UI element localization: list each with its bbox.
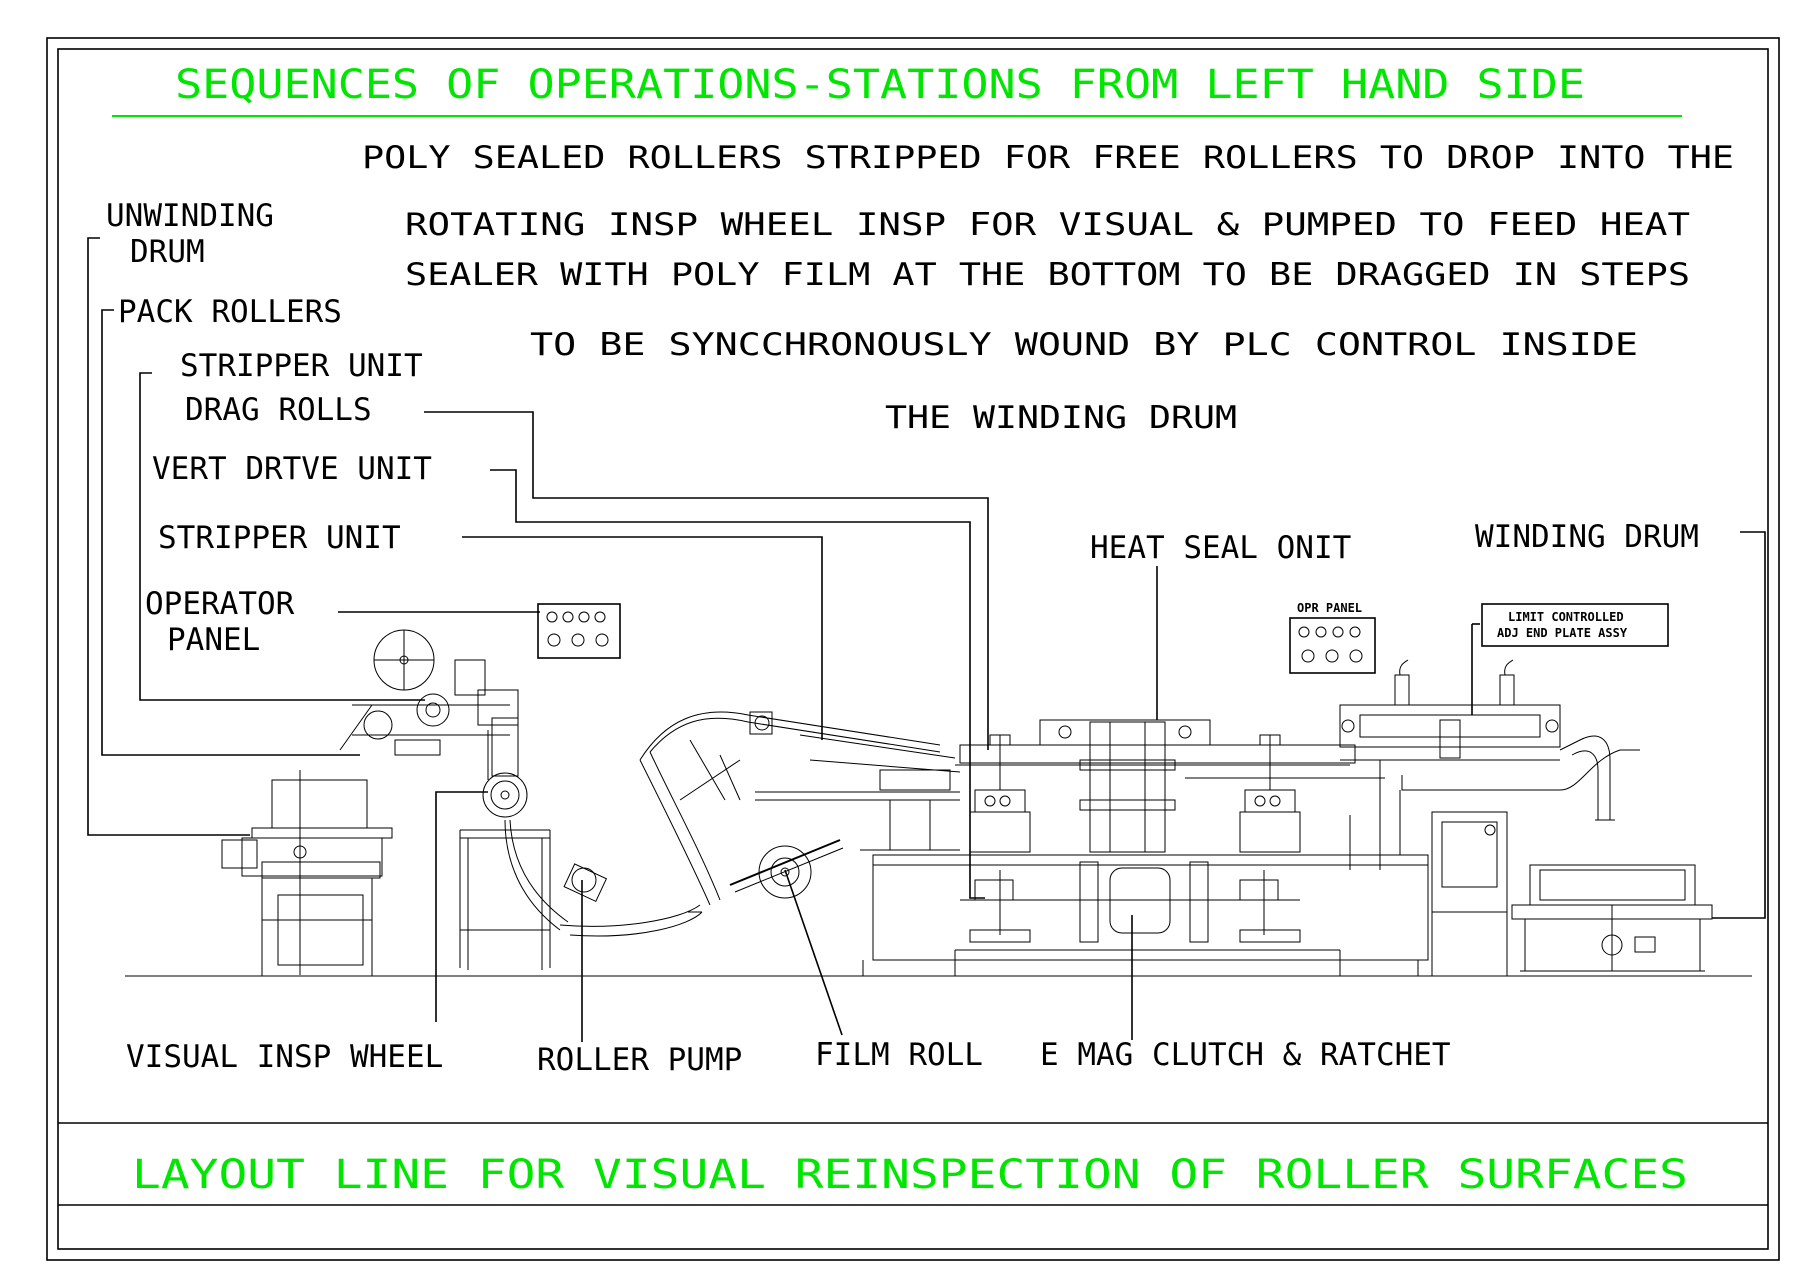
heat-seal-unit [955, 719, 1385, 853]
end-plate-assy [1339, 659, 1640, 870]
label-clutch: E MAG CLUTCH & RATCHET [1040, 1037, 1451, 1073]
label-unwinding-drum-2: DRUM [130, 234, 205, 270]
description-line: SEALER WITH POLY FILM AT THE BOTTOM TO B… [405, 257, 1690, 293]
label-winding-drum: WINDING DRUM [1475, 519, 1699, 555]
limit-controlled-label: LIMIT CONTROLLED [1508, 610, 1624, 624]
description-line: TO BE SYNCCHRONOUSLY WOUND BY PLC CONTRO… [530, 327, 1638, 363]
label-visual-insp-wheel: VISUAL INSP WHEEL [126, 1039, 443, 1075]
description-text: POLY SEALED ROLLERS STRIPPED FOR FREE RO… [362, 140, 1734, 436]
label-film-roll: FILM ROLL [815, 1037, 983, 1073]
label-vert-drive-unit: VERT DRTVE UNIT [152, 451, 432, 487]
description-line: ROTATING INSP WHEEL INSP FOR VISUAL & PU… [405, 207, 1690, 243]
stripper-drag-unit [339, 629, 519, 780]
operator-panel [537, 603, 621, 659]
label-stripper-unit: STRIPPER UNIT [158, 520, 401, 556]
drawing-footer: LAYOUT LINE FOR VISUAL REINSPECTION OF R… [132, 1152, 1688, 1198]
label-pack-rollers: PACK ROLLERS [118, 294, 342, 330]
label-operator-panel-2: PANEL [167, 622, 260, 658]
leader-lines [87, 237, 1766, 1042]
control-cabinet [1431, 811, 1508, 976]
label-unwinding-drum: UNWINDING [106, 198, 274, 234]
label-roller-pump: ROLLER PUMP [537, 1042, 742, 1078]
unwinding-drum-station [221, 770, 395, 977]
label-stripper-unit-top: STRIPPER UNIT [180, 348, 423, 384]
description-line: POLY SEALED ROLLERS STRIPPED FOR FREE RO… [362, 140, 1734, 176]
film-roll [729, 839, 844, 899]
label-drag-rolls: DRAG ROLLS [185, 392, 372, 428]
base-frame [862, 854, 1429, 976]
visual-insp-wheel [459, 717, 569, 970]
inclined-conveyor [639, 711, 961, 851]
roller-pump [559, 751, 721, 937]
drawing-title: SEQUENCES OF OPERATIONS-STATIONS FROM LE… [175, 62, 1585, 108]
drawing-frame [46, 37, 1780, 1261]
opr-panel: OPR PANEL [1289, 601, 1376, 674]
winding-drum-station [1511, 864, 1713, 972]
limit-controlled-box: LIMIT CONTROLLED ADJ END PLATE ASSY [1481, 603, 1669, 647]
label-heat-seal-unit: HEAT SEAL ONIT [1090, 530, 1351, 566]
limit-controlled-label-2: ADJ END PLATE ASSY [1497, 626, 1628, 640]
callout-labels: UNWINDING DRUM PACK ROLLERS STRIPPER UNI… [106, 198, 1699, 1078]
label-operator-panel: OPERATOR [145, 586, 295, 622]
opr-panel-label: OPR PANEL [1297, 601, 1362, 615]
description-line: THE WINDING DRUM [885, 400, 1237, 436]
